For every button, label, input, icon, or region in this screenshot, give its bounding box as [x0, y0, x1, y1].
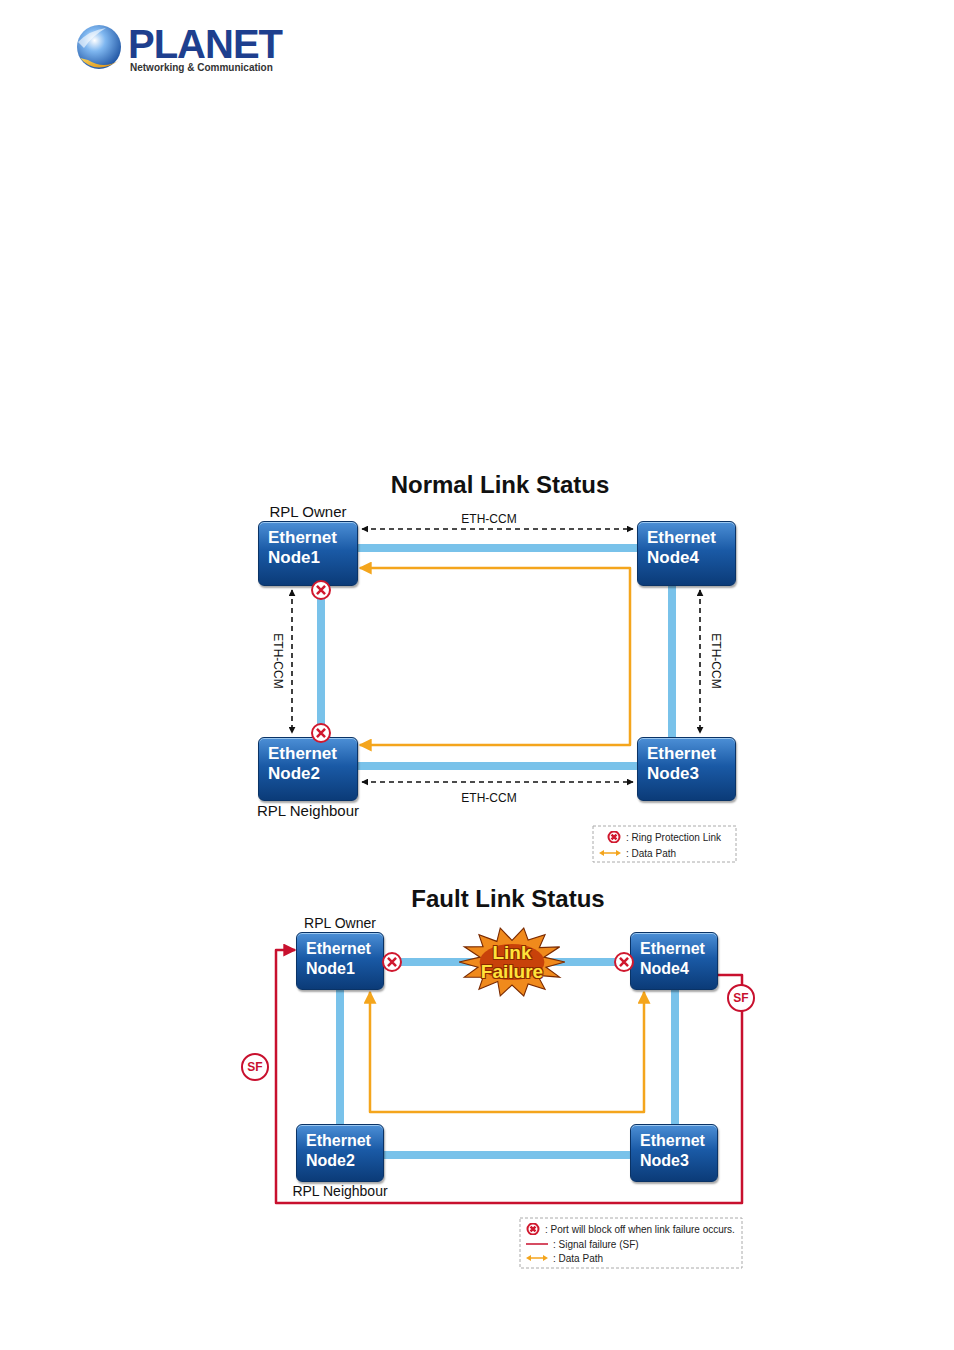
role-label: RPL Neighbour	[257, 802, 359, 819]
legend-line	[603, 852, 617, 854]
legend-sample	[597, 847, 623, 859]
block-marker-cross	[531, 1227, 536, 1232]
role-label: RPL Neighbour	[292, 1183, 387, 1199]
legend-sample	[526, 1223, 542, 1235]
logo-globe	[77, 25, 121, 69]
ring-link	[384, 1151, 630, 1159]
legend-sample	[607, 831, 623, 843]
ethernet-node: Ethernet Node3	[637, 737, 736, 801]
block-marker	[312, 724, 330, 742]
brand-tagline: Networking & Communication	[130, 62, 273, 73]
ethernet-node: Ethernet Node4	[637, 521, 736, 586]
eth-ccm-arrow	[699, 590, 701, 733]
legend-text: : Ring Protection Link	[626, 832, 721, 843]
ethernet-node: RPL OwnerEthernet Node1	[258, 521, 358, 586]
ring-link	[668, 586, 676, 737]
signal-badge: SF	[241, 1053, 269, 1081]
data-path	[370, 992, 644, 1112]
legend-sample	[524, 1238, 550, 1250]
block-marker	[312, 581, 330, 599]
node-name: Ethernet Node4	[647, 528, 728, 568]
legend-line	[530, 1257, 544, 1259]
block-marker	[383, 953, 401, 971]
ethernet-node: Ethernet Node2RPL Neighbour	[296, 1124, 384, 1182]
block-marker-cross	[317, 586, 325, 594]
legend-text: : Data Path	[553, 1253, 603, 1264]
block-marker-cross	[620, 958, 628, 966]
legend-row: : Signal failure (SF)	[524, 1238, 639, 1250]
node-name: Ethernet Node3	[647, 744, 728, 784]
ethernet-node: Ethernet Node4	[630, 932, 718, 990]
block-marker-cross	[612, 835, 617, 840]
legend-row: : Data Path	[524, 1252, 603, 1264]
block-marker	[609, 832, 620, 843]
ethernet-node: Ethernet Node3	[630, 1124, 718, 1182]
legend-text: : Signal failure (SF)	[553, 1239, 639, 1250]
ring-link	[336, 990, 344, 1124]
eth-ccm-arrow	[362, 781, 633, 783]
node-name: Ethernet Node1	[268, 528, 350, 568]
edge-label: ETH-CCM	[271, 630, 285, 691]
diagram-title: Normal Link Status	[391, 471, 610, 499]
node-name: Ethernet Node3	[640, 1131, 710, 1171]
legend-line	[526, 1243, 548, 1245]
brand-name: PLANET	[128, 22, 282, 67]
edge-label: ETH-CCM	[709, 630, 723, 691]
signal-badge: SF	[727, 984, 755, 1012]
legend-text: : Port will block off when link failure …	[545, 1224, 735, 1235]
eth-ccm-arrow	[362, 528, 633, 530]
ethernet-node: RPL OwnerEthernet Node1	[296, 932, 384, 990]
diagram-title: Fault Link Status	[411, 885, 604, 913]
role-label: RPL Owner	[304, 915, 376, 931]
edge-label: ETH-CCM	[458, 791, 519, 805]
legend-text: : Data Path	[626, 848, 676, 859]
ring-link	[671, 990, 679, 1124]
ring-link	[358, 544, 637, 552]
data-path	[360, 568, 630, 745]
burst-text: Link Failure	[458, 926, 566, 998]
legend-arrowheads	[526, 1255, 548, 1261]
failure-burst: Link Failure	[458, 926, 566, 998]
legend-frame	[593, 826, 736, 862]
node-name: Ethernet Node2	[268, 744, 350, 784]
node-name: Ethernet Node1	[306, 939, 376, 979]
ring-link	[358, 762, 637, 770]
node-name: Ethernet Node2	[306, 1131, 376, 1171]
eth-ccm-arrow	[291, 590, 293, 733]
block-marker-cross	[388, 958, 396, 966]
ethernet-node: Ethernet Node2RPL Neighbour	[258, 737, 358, 801]
block-marker	[615, 953, 633, 971]
edge-label: ETH-CCM	[458, 512, 519, 526]
legend-row: : Ring Protection Link	[607, 831, 721, 843]
role-label: RPL Owner	[270, 503, 347, 520]
legend-row: : Port will block off when link failure …	[526, 1223, 735, 1235]
ring-link	[317, 586, 325, 737]
block-marker	[528, 1224, 539, 1235]
legend-sample	[524, 1252, 550, 1264]
legend-arrowheads	[599, 850, 621, 856]
node-name: Ethernet Node4	[640, 939, 710, 979]
block-marker-cross	[317, 729, 325, 737]
legend-frame	[520, 1218, 742, 1268]
legend-row: : Data Path	[597, 847, 676, 859]
